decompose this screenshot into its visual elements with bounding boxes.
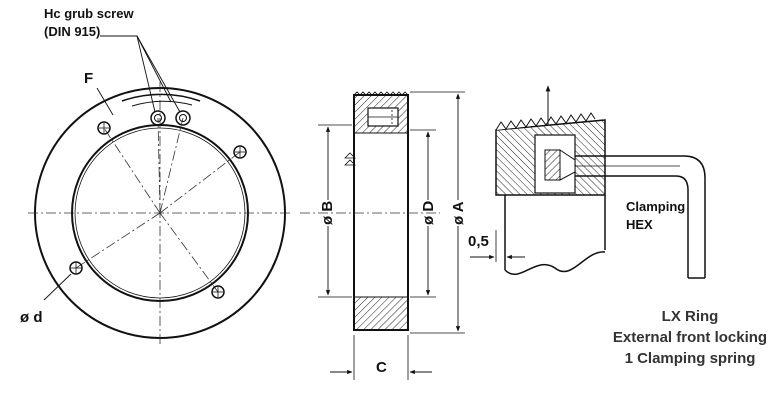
label-grub-screw-line2: (DIN 915): [44, 24, 100, 39]
label-a: ø A: [450, 201, 467, 225]
mounting-hole: [69, 261, 83, 275]
detail-view: [470, 85, 706, 279]
label-clamping-line1: Clamping: [626, 199, 685, 214]
label-clamping-line2: HEX: [626, 217, 653, 232]
section-hatch-bottom: [353, 296, 409, 331]
front-view: [28, 35, 292, 345]
detail-screw: [544, 149, 561, 181]
thread-teeth: [353, 91, 409, 96]
label-f: F: [84, 70, 93, 87]
extension-lines: [318, 91, 465, 380]
center-lines: [28, 82, 292, 345]
mounting-hole: [233, 145, 247, 159]
label-d-small: ø d: [20, 309, 43, 326]
grub-screw: [150, 110, 166, 126]
serrated-edge: [495, 112, 596, 131]
caption-line2: 1 Clamping spring: [625, 350, 756, 367]
label-grub-screw-line1: Hc grub screw: [44, 6, 134, 21]
label-offset: 0,5: [468, 233, 489, 250]
leader-lines: [43, 35, 181, 301]
slot-arc-inner: [131, 100, 193, 107]
grub-screws: [150, 110, 191, 126]
label-c: C: [376, 359, 387, 376]
detail-screw-tip: [559, 149, 576, 181]
hex-key-outer: [575, 155, 706, 278]
caption-title: LX Ring: [662, 308, 719, 325]
mounting-hole: [97, 121, 111, 135]
slot-arc: [121, 93, 201, 102]
mounting-holes: [69, 121, 247, 299]
labels: Hc grub screw (DIN 915) F ø d ø B ø D ø …: [20, 6, 767, 376]
mounting-hole: [211, 285, 225, 299]
caption-line1: External front locking: [613, 329, 767, 346]
dimension-lines: [325, 93, 461, 375]
label-b: ø B: [319, 201, 336, 225]
grub-screw: [175, 110, 191, 126]
hex-key-inner: [575, 175, 689, 278]
thread-marker: [344, 152, 356, 166]
break-line: [504, 251, 606, 276]
label-d: ø D: [420, 201, 437, 225]
side-section-view: [300, 91, 465, 380]
